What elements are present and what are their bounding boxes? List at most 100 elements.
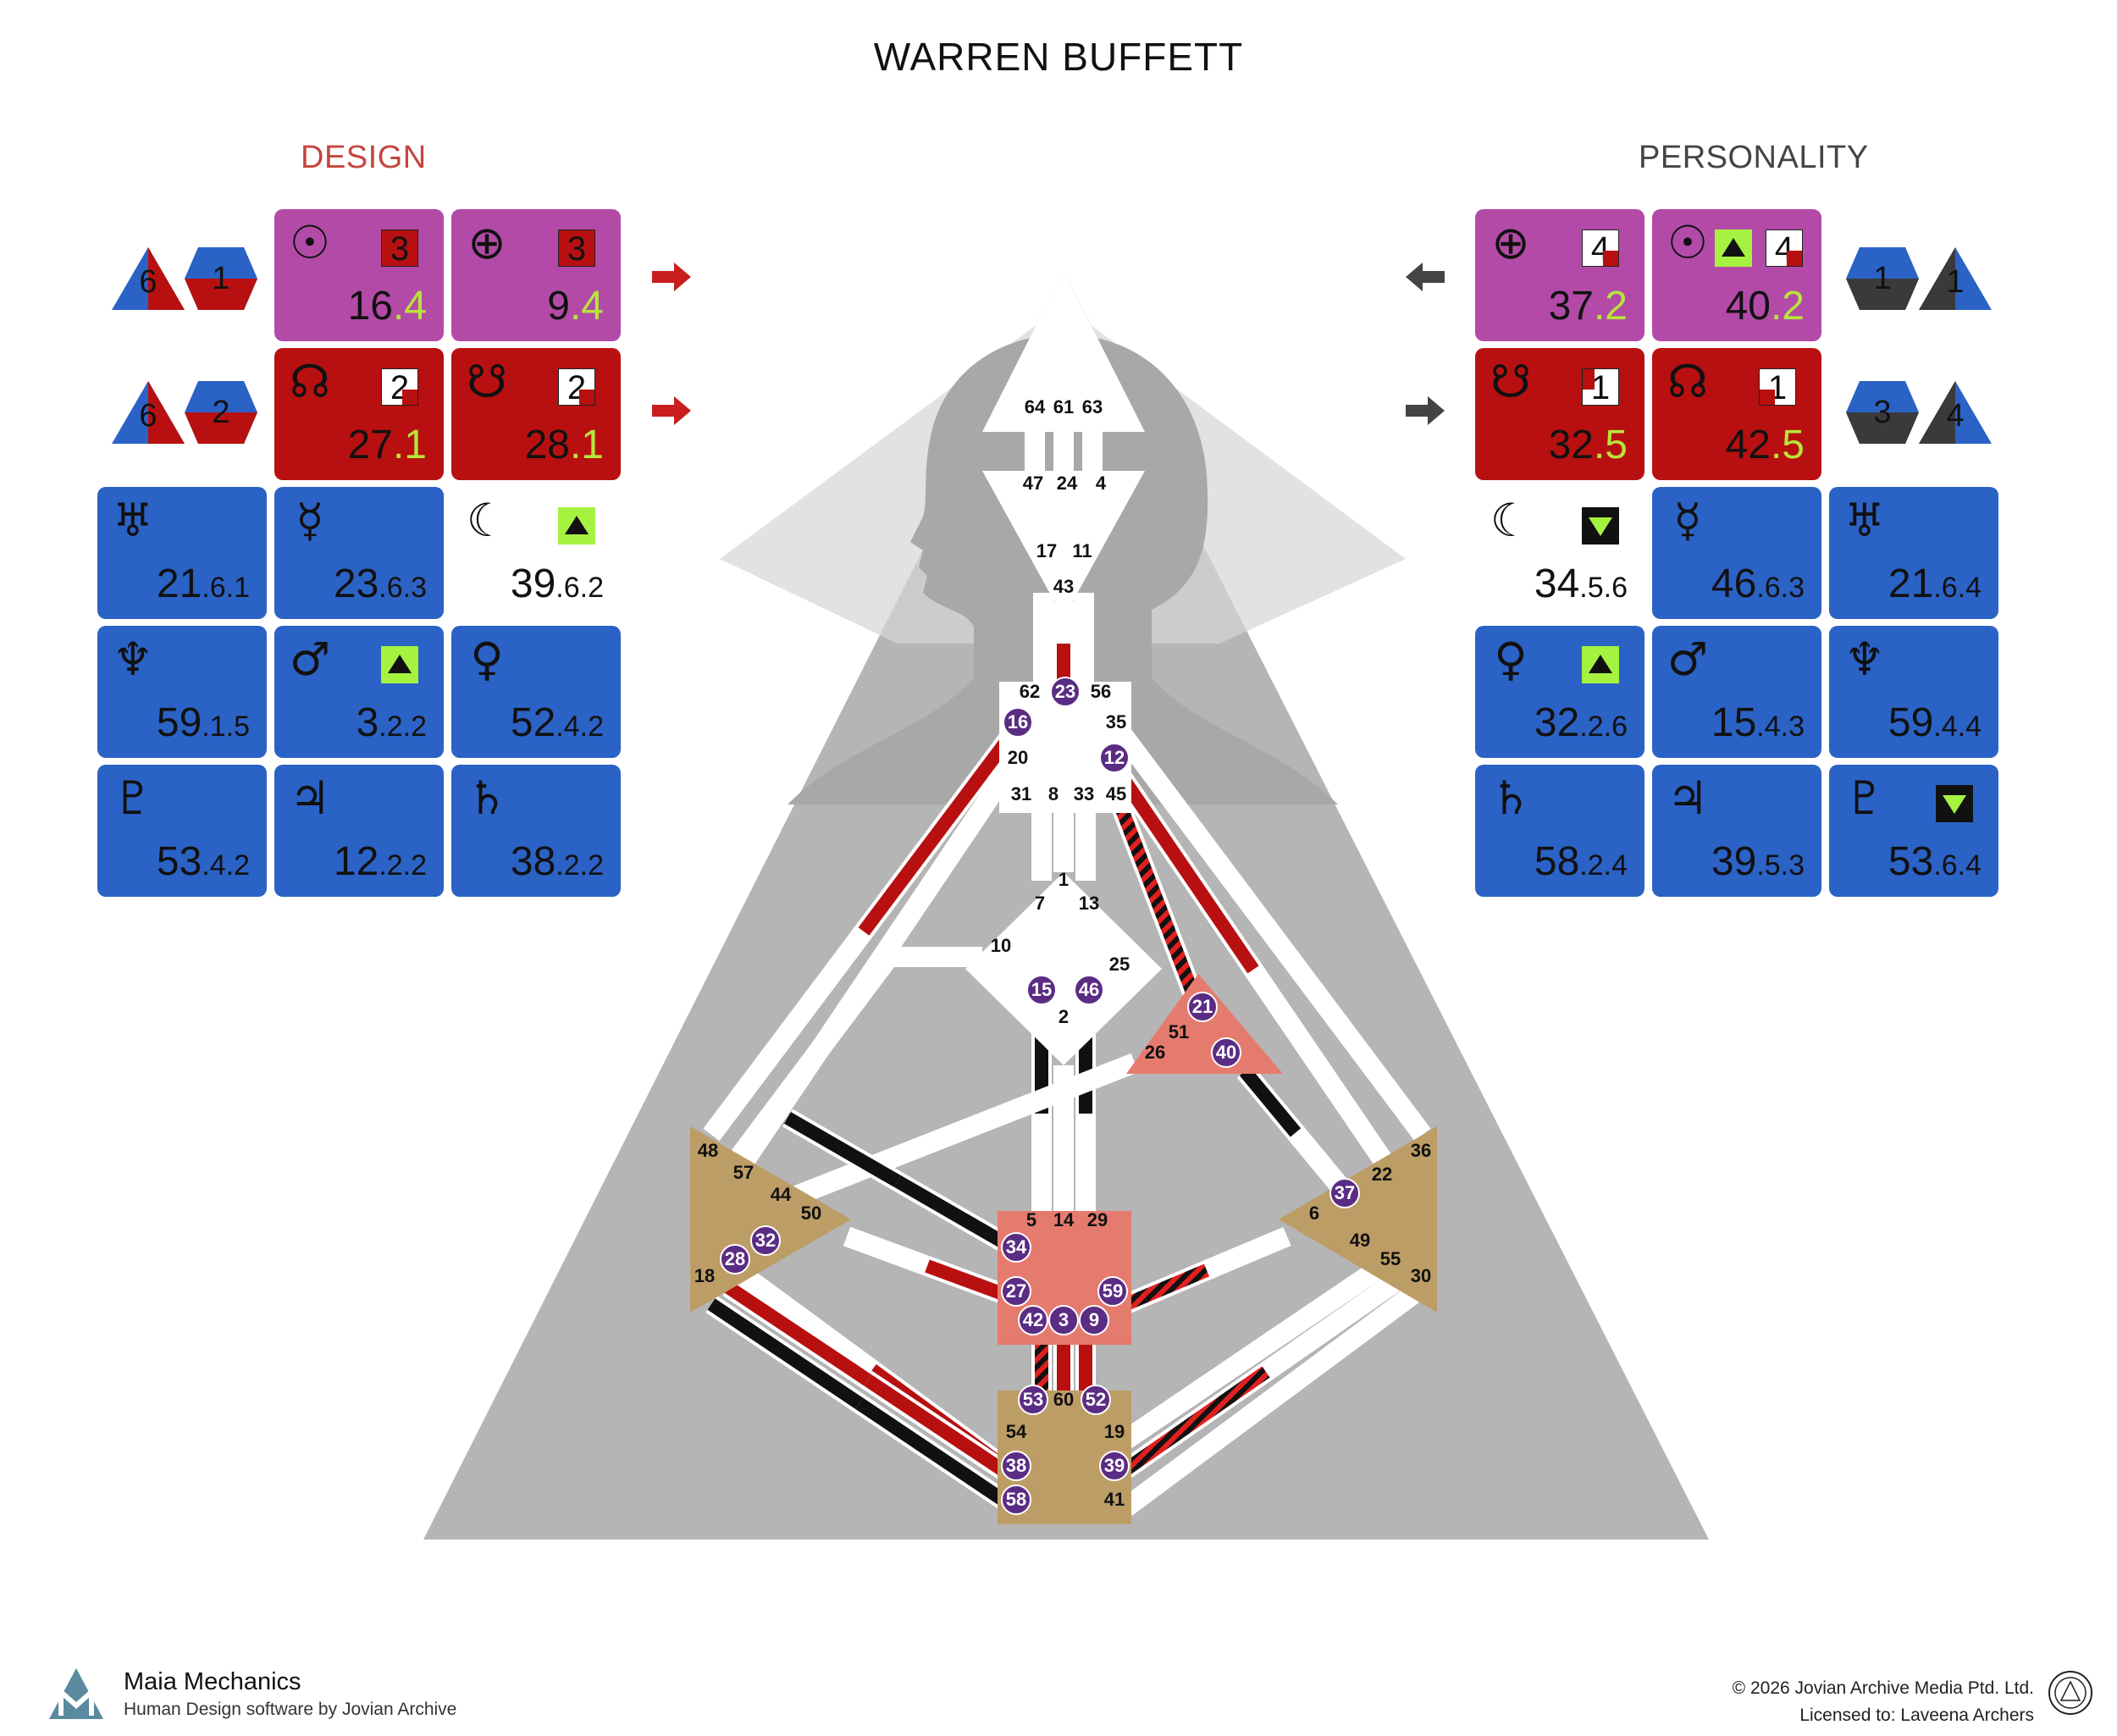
gate-label-6[interactable]: 6	[1309, 1202, 1319, 1224]
gate-label-50[interactable]: 50	[801, 1202, 821, 1224]
gate-label-49[interactable]: 49	[1350, 1230, 1370, 1251]
gate-label-30[interactable]: 30	[1411, 1265, 1431, 1286]
active-gate-marker[interactable]	[1099, 1451, 1130, 1481]
design-sun-tile[interactable]: ☉ 3 16.4	[274, 209, 444, 341]
active-gate-marker[interactable]	[1097, 1276, 1128, 1307]
gate-label-61[interactable]: 61	[1053, 396, 1074, 417]
gate-label-5[interactable]: 5	[1026, 1209, 1036, 1230]
active-gate-marker[interactable]	[1001, 1484, 1031, 1515]
gate-label-46[interactable]: 46	[1079, 979, 1099, 1000]
gate-label-12[interactable]: 12	[1104, 747, 1125, 768]
gate-label-9[interactable]: 9	[1089, 1309, 1099, 1330]
gate-label-13[interactable]: 13	[1079, 893, 1099, 914]
gate-label-47[interactable]: 47	[1023, 473, 1043, 494]
personality-mars-tile[interactable]: ♂ 15.4.3	[1652, 626, 1821, 758]
gate-label-53[interactable]: 53	[1023, 1389, 1043, 1410]
active-gate-marker[interactable]	[1003, 707, 1033, 738]
gate-label-51[interactable]: 51	[1169, 1021, 1189, 1042]
gate-label-36[interactable]: 36	[1411, 1140, 1431, 1161]
gate-label-39[interactable]: 39	[1104, 1455, 1125, 1476]
personality-north-node-tile[interactable]: ☊ 1 42.5	[1652, 348, 1821, 480]
active-gate-marker[interactable]	[1211, 1037, 1241, 1068]
gate-label-41[interactable]: 41	[1104, 1489, 1125, 1510]
gate-label-21[interactable]: 21	[1192, 996, 1213, 1017]
personality-jupiter-tile[interactable]: ♃ 39.5.3	[1652, 765, 1821, 897]
active-gate-marker[interactable]	[750, 1225, 781, 1256]
gate-label-23[interactable]: 23	[1055, 681, 1075, 702]
gate-label-40[interactable]: 40	[1216, 1042, 1236, 1063]
active-gate-marker[interactable]	[1099, 743, 1130, 773]
active-gate-marker[interactable]	[1018, 1385, 1048, 1415]
personality-moon-tile[interactable]: ☾ 34.5.6	[1475, 487, 1644, 619]
gate-label-28[interactable]: 28	[725, 1248, 745, 1269]
personality-saturn-tile[interactable]: ♄ 58.2.4	[1475, 765, 1644, 897]
gate-label-1[interactable]: 1	[1058, 869, 1069, 890]
personality-south-node-tile[interactable]: ☋ 1 32.5	[1475, 348, 1644, 480]
active-gate-marker[interactable]	[720, 1244, 750, 1274]
design-uranus-tile[interactable]: ♅ 21.6.1	[97, 487, 267, 619]
gate-label-4[interactable]: 4	[1096, 473, 1107, 494]
gate-label-63[interactable]: 63	[1082, 396, 1103, 417]
gate-label-31[interactable]: 31	[1011, 783, 1031, 804]
gate-label-11[interactable]: 11	[1072, 540, 1092, 561]
design-mars-tile[interactable]: ♂ 3.2.2	[274, 626, 444, 758]
gate-label-42[interactable]: 42	[1023, 1309, 1043, 1330]
gate-label-19[interactable]: 19	[1104, 1421, 1125, 1442]
gate-label-2[interactable]: 2	[1058, 1006, 1069, 1027]
active-gate-marker[interactable]	[1018, 1305, 1048, 1335]
active-gate-marker[interactable]	[1001, 1276, 1031, 1307]
active-gate-marker[interactable]	[1048, 1305, 1079, 1335]
design-saturn-tile[interactable]: ♄ 38.2.2	[451, 765, 621, 897]
active-gate-marker[interactable]	[1001, 1232, 1031, 1263]
gate-label-34[interactable]: 34	[1006, 1236, 1027, 1258]
gate-label-8[interactable]: 8	[1048, 783, 1058, 804]
gate-label-48[interactable]: 48	[698, 1140, 718, 1161]
gate-label-16[interactable]: 16	[1008, 711, 1028, 733]
gate-label-54[interactable]: 54	[1006, 1421, 1027, 1442]
gate-label-60[interactable]: 60	[1053, 1389, 1074, 1410]
design-moon-tile[interactable]: ☾ 39.6.2	[451, 487, 621, 619]
gate-label-59[interactable]: 59	[1103, 1280, 1123, 1302]
gate-label-38[interactable]: 38	[1006, 1455, 1026, 1476]
gate-label-7[interactable]: 7	[1035, 893, 1045, 914]
design-mercury-tile[interactable]: ☿ 23.6.3	[274, 487, 444, 619]
gate-label-10[interactable]: 10	[991, 935, 1011, 956]
head-center[interactable]	[982, 271, 1145, 432]
active-gate-marker[interactable]	[1187, 992, 1218, 1022]
gate-label-64[interactable]: 64	[1025, 396, 1046, 417]
gate-label-18[interactable]: 18	[694, 1265, 715, 1286]
gate-label-17[interactable]: 17	[1036, 540, 1057, 561]
design-earth-tile[interactable]: ⊕ 3 9.4	[451, 209, 621, 341]
gate-label-24[interactable]: 24	[1057, 473, 1078, 494]
gate-label-52[interactable]: 52	[1086, 1389, 1106, 1410]
gate-label-37[interactable]: 37	[1335, 1182, 1355, 1203]
gate-label-58[interactable]: 58	[1006, 1489, 1026, 1510]
gate-label-26[interactable]: 26	[1145, 1042, 1165, 1063]
active-gate-marker[interactable]	[1050, 677, 1081, 707]
gate-label-32[interactable]: 32	[755, 1230, 776, 1251]
gate-label-57[interactable]: 57	[733, 1162, 754, 1183]
design-pluto-tile[interactable]: ♇ 53.4.2	[97, 765, 267, 897]
gate-label-29[interactable]: 29	[1087, 1209, 1108, 1230]
gate-label-43[interactable]: 43	[1053, 576, 1074, 597]
personality-neptune-tile[interactable]: ♆ 59.4.4	[1829, 626, 1998, 758]
gate-label-25[interactable]: 25	[1109, 954, 1130, 975]
gate-label-3[interactable]: 3	[1058, 1309, 1069, 1330]
gate-label-22[interactable]: 22	[1372, 1164, 1392, 1185]
gate-label-44[interactable]: 44	[771, 1184, 792, 1205]
active-gate-marker[interactable]	[1079, 1305, 1109, 1335]
personality-uranus-tile[interactable]: ♅ 21.6.4	[1829, 487, 1998, 619]
gate-label-15[interactable]: 15	[1031, 979, 1052, 1000]
ajna-center[interactable]	[982, 471, 1145, 618]
personality-earth-tile[interactable]: ⊕ 4 37.2	[1475, 209, 1644, 341]
design-neptune-tile[interactable]: ♆ 59.1.5	[97, 626, 267, 758]
personality-venus-tile[interactable]: ♀ 32.2.6	[1475, 626, 1644, 758]
active-gate-marker[interactable]	[1329, 1178, 1360, 1208]
gate-label-14[interactable]: 14	[1053, 1209, 1075, 1230]
gate-label-35[interactable]: 35	[1106, 711, 1126, 733]
personality-pluto-tile[interactable]: ♇ 53.6.4	[1829, 765, 1998, 897]
personality-mercury-tile[interactable]: ☿ 46.6.3	[1652, 487, 1821, 619]
gate-label-62[interactable]: 62	[1020, 681, 1040, 702]
design-jupiter-tile[interactable]: ♃ 12.2.2	[274, 765, 444, 897]
personality-sun-tile[interactable]: ☉ 4 40.2	[1652, 209, 1821, 341]
